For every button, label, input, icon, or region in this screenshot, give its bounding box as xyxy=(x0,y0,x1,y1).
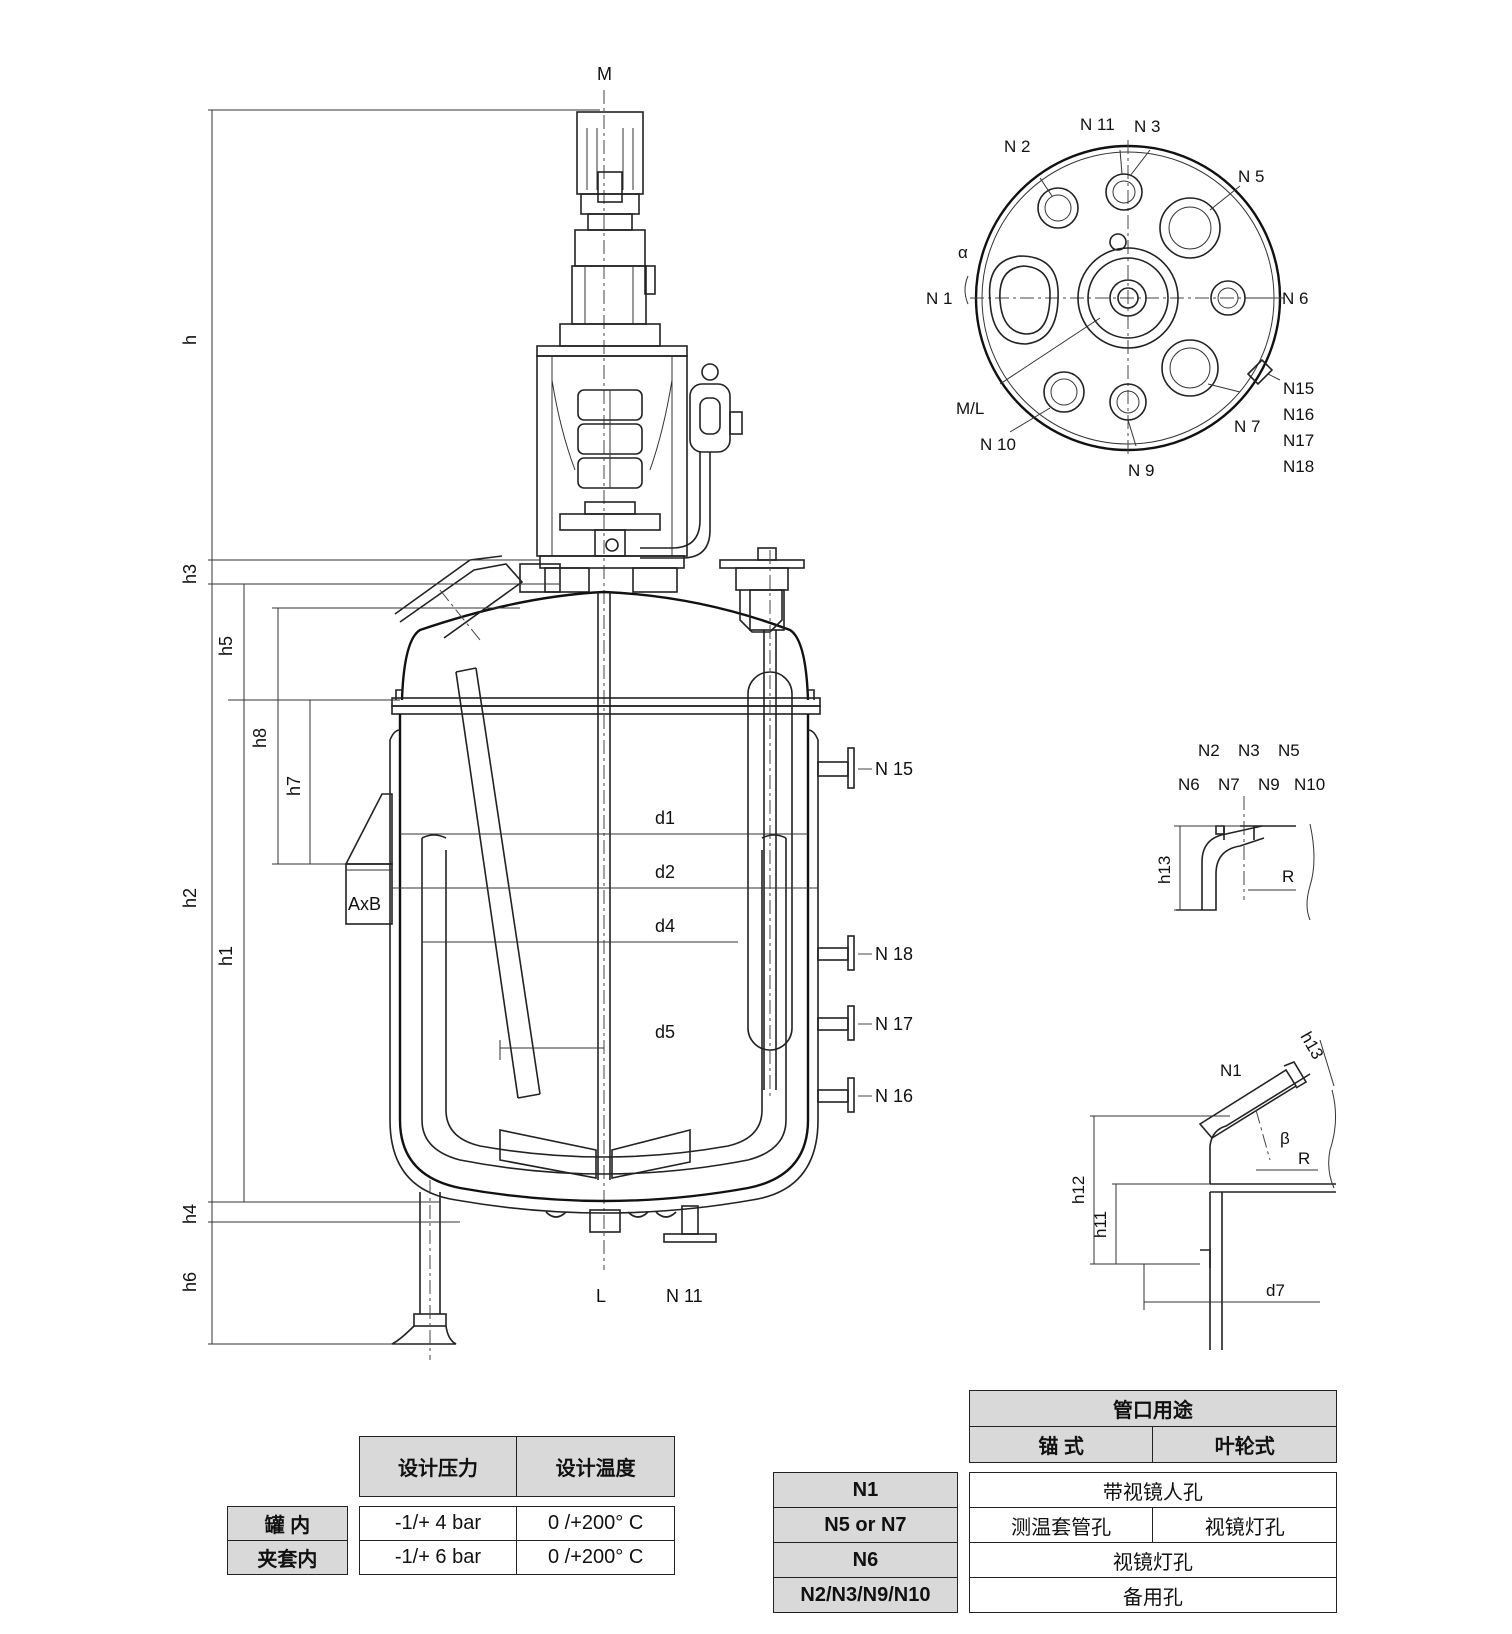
top-view: N 11 N 3 N 2 N 5 N 1 N 6 M/L N 10 N 7 N … xyxy=(926,115,1314,480)
usage-n5-n7-anchor: 测温套管孔 xyxy=(968,1507,1154,1543)
cell-pressure-jacket: -1/+ 6 bar xyxy=(358,1540,518,1575)
label-h3: h3 xyxy=(180,564,200,584)
cell-temperature-jacket: 0 /+200° C xyxy=(516,1540,675,1575)
bottom-outlet-and-leg xyxy=(391,1180,717,1360)
label-manhole-r: R xyxy=(1298,1149,1310,1168)
label-manhole-d7: d7 xyxy=(1266,1281,1285,1300)
label-manhole-beta: β xyxy=(1280,1129,1290,1148)
nozzle-usage-table: 管口用途 锚 式 叶轮式 N1 带视镜人孔 N5 or N7 测温套管孔 视镜灯… xyxy=(773,1390,1338,1613)
label-h6: h6 xyxy=(180,1272,200,1292)
label-top-n7: N 7 xyxy=(1234,417,1260,436)
label-l: L xyxy=(596,1286,606,1306)
height-dimensions xyxy=(208,109,600,1345)
label-top-n3: N 3 xyxy=(1134,117,1160,136)
label-detail-h13: h13 xyxy=(1155,856,1174,884)
label-top-n6: N 6 xyxy=(1282,289,1308,308)
row-label-vessel: 罐 内 xyxy=(227,1506,348,1541)
motor xyxy=(559,111,661,347)
label-top-n1: N 1 xyxy=(926,289,952,308)
label-top-alpha: α xyxy=(958,243,968,262)
label-manhole-n1: N1 xyxy=(1220,1061,1242,1080)
design-conditions-table: 设计压力 设计温度 罐 内 -1/+ 4 bar 0 /+200° C 夹套内 … xyxy=(227,1436,675,1575)
baffle-pipe xyxy=(719,547,805,1098)
label-top-n16: N16 xyxy=(1283,405,1314,424)
usage-n1: 带视镜人孔 xyxy=(968,1472,1338,1508)
nozzle-n5-n7: N5 or N7 xyxy=(773,1507,958,1543)
nozzle-detail: N2 N3 N5 N6 N7 N9 N10 h13 R xyxy=(1155,741,1325,921)
row-label-jacket: 夹套内 xyxy=(227,1540,348,1575)
label-top-n18: N18 xyxy=(1283,457,1314,476)
support-lug xyxy=(344,793,393,925)
label-detail-n3: N3 xyxy=(1238,741,1260,760)
label-n16: N 16 xyxy=(875,1086,913,1106)
nozzle-n2-n3-n9-n10: N2/N3/N9/N10 xyxy=(773,1577,958,1613)
label-d5: d5 xyxy=(655,1022,675,1042)
label-detail-n6: N6 xyxy=(1178,775,1200,794)
agitator xyxy=(499,592,691,1180)
label-manhole-h11: h11 xyxy=(1091,1211,1110,1238)
label-h4: h4 xyxy=(180,1204,200,1224)
usage-n6: 视镜灯孔 xyxy=(968,1542,1338,1578)
label-manhole-h13: h13 xyxy=(1297,1029,1328,1063)
label-top-ml: M/L xyxy=(956,399,984,418)
table-row: N6 视镜灯孔 xyxy=(773,1542,1338,1578)
label-h5: h5 xyxy=(216,636,236,656)
label-h: h xyxy=(180,335,200,345)
vessel-shell xyxy=(389,590,821,1214)
label-top-n17: N17 xyxy=(1283,431,1314,450)
cell-pressure-vessel: -1/+ 4 bar xyxy=(358,1506,518,1541)
cell-temperature-vessel: 0 /+200° C xyxy=(516,1506,675,1541)
header-design-temperature: 设计温度 xyxy=(516,1436,675,1497)
manhole-detail: N1 h13 β R h12 h11 d7 xyxy=(1069,1029,1336,1350)
label-manhole-h12: h12 xyxy=(1069,1176,1088,1204)
header-design-pressure: 设计压力 xyxy=(358,1436,518,1497)
usage-spare: 备用孔 xyxy=(968,1577,1338,1613)
nozzle-n1: N1 xyxy=(773,1472,958,1508)
label-n15: N 15 xyxy=(875,759,913,779)
manhole-on-head xyxy=(394,555,561,641)
header-nozzle-usage: 管口用途 xyxy=(968,1390,1338,1427)
label-top-n5: N 5 xyxy=(1238,167,1264,186)
label-n11-bottom: N 11 xyxy=(666,1286,703,1306)
side-nozzles xyxy=(817,747,872,1113)
label-h7: h7 xyxy=(284,776,304,796)
label-h1: h1 xyxy=(216,946,236,966)
label-top-n10: N 10 xyxy=(980,435,1016,454)
label-top-n11: N 11 xyxy=(1080,115,1115,134)
main-elevation-view: M L N 11 N 15 N 18 N 17 N 16 d1 d2 d4 d5… xyxy=(180,64,913,1360)
label-detail-n7: N7 xyxy=(1218,775,1240,794)
label-d4: d4 xyxy=(655,916,675,936)
dip-pipe xyxy=(455,667,541,1099)
label-top-n15: N15 xyxy=(1283,379,1314,398)
nozzle-n6: N6 xyxy=(773,1542,958,1578)
label-top-n2: N 2 xyxy=(1004,137,1030,156)
agitator-bracket xyxy=(536,345,743,593)
table-row: 夹套内 -1/+ 6 bar 0 /+200° C xyxy=(227,1540,675,1575)
label-detail-n5: N5 xyxy=(1278,741,1300,760)
header-impeller-type: 叶轮式 xyxy=(1152,1426,1337,1463)
table-row: N1 带视镜人孔 xyxy=(773,1472,1338,1508)
label-m: M xyxy=(597,64,612,84)
label-detail-n9: N9 xyxy=(1258,775,1280,794)
label-n18: N 18 xyxy=(875,944,913,964)
header-anchor-type: 锚 式 xyxy=(968,1426,1154,1463)
table-row: 罐 内 -1/+ 4 bar 0 /+200° C xyxy=(227,1506,675,1541)
label-detail-n2: N2 xyxy=(1198,741,1220,760)
label-n17: N 17 xyxy=(875,1014,913,1034)
label-top-n9: N 9 xyxy=(1128,461,1154,480)
table-row: N5 or N7 测温套管孔 视镜灯孔 xyxy=(773,1507,1337,1543)
label-d2: d2 xyxy=(655,862,675,882)
label-axb: AxB xyxy=(348,894,381,914)
label-detail-r: R xyxy=(1282,867,1294,886)
label-h8: h8 xyxy=(250,728,270,748)
usage-n5-n7-impeller: 视镜灯孔 xyxy=(1152,1507,1337,1543)
label-detail-n10: N10 xyxy=(1294,775,1325,794)
diameter-dimensions xyxy=(392,833,818,1060)
label-d1: d1 xyxy=(655,808,675,828)
label-h2: h2 xyxy=(180,888,200,908)
table-row: N2/N3/N9/N10 备用孔 xyxy=(773,1577,1338,1613)
